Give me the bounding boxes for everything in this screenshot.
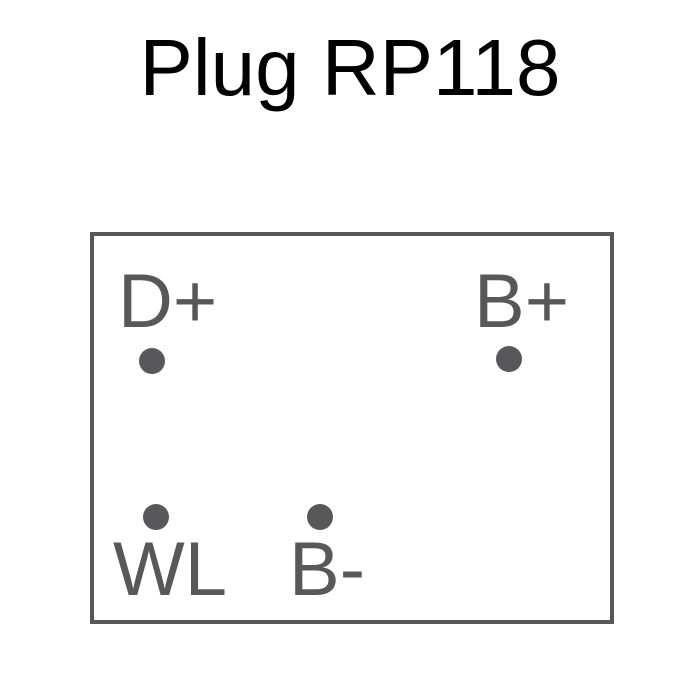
pin-dot-wl (143, 504, 169, 530)
pin-label-b-minus: B- (289, 527, 365, 612)
pin-label-d-plus: D+ (118, 259, 218, 344)
pin-label-b-plus: B+ (474, 259, 570, 344)
pin-dot-b-plus (496, 346, 522, 372)
plug-outline (90, 232, 614, 624)
pin-dot-b-minus (307, 504, 333, 530)
pin-label-wl: WL (113, 527, 227, 612)
pin-dot-d-plus (139, 348, 165, 374)
plug-title: Plug RP118 (139, 23, 561, 112)
